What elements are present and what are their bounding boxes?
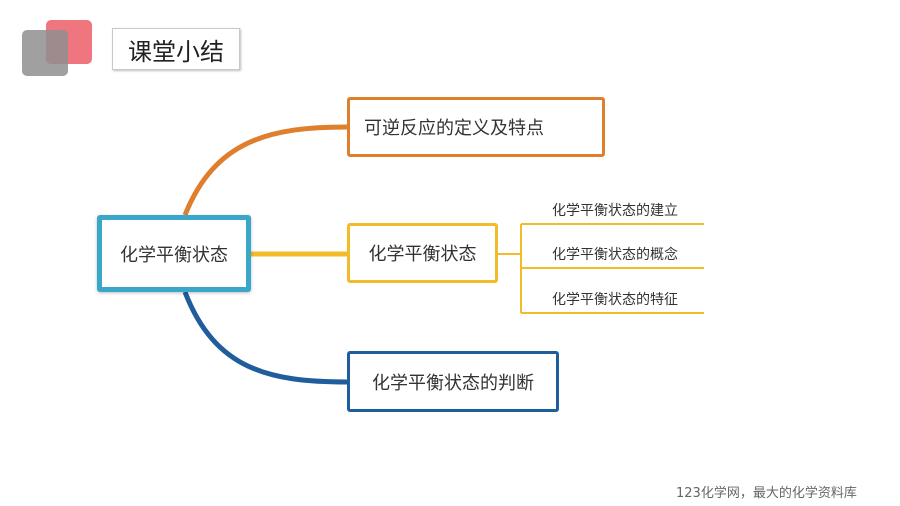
sub-node-concept: 化学平衡状态的概念	[552, 247, 678, 263]
connector-orange	[182, 124, 348, 216]
branch-node-judgement: 化学平衡状态的判断	[347, 351, 559, 412]
page-title: 课堂小结	[112, 28, 240, 70]
sub-node-establishment: 化学平衡状态的建立	[552, 203, 678, 219]
root-node: 化学平衡状态	[97, 215, 251, 292]
footer-watermark: 123化学网，最大的化学资料库	[676, 486, 857, 501]
branch-node-equilibrium-state: 化学平衡状态	[347, 223, 498, 283]
decor-square-gray	[22, 30, 68, 76]
connector-blue	[182, 291, 348, 385]
sub-node-features: 化学平衡状态的特征	[552, 292, 678, 308]
branch-node-reversible-reaction: 可逆反应的定义及特点	[347, 97, 605, 157]
